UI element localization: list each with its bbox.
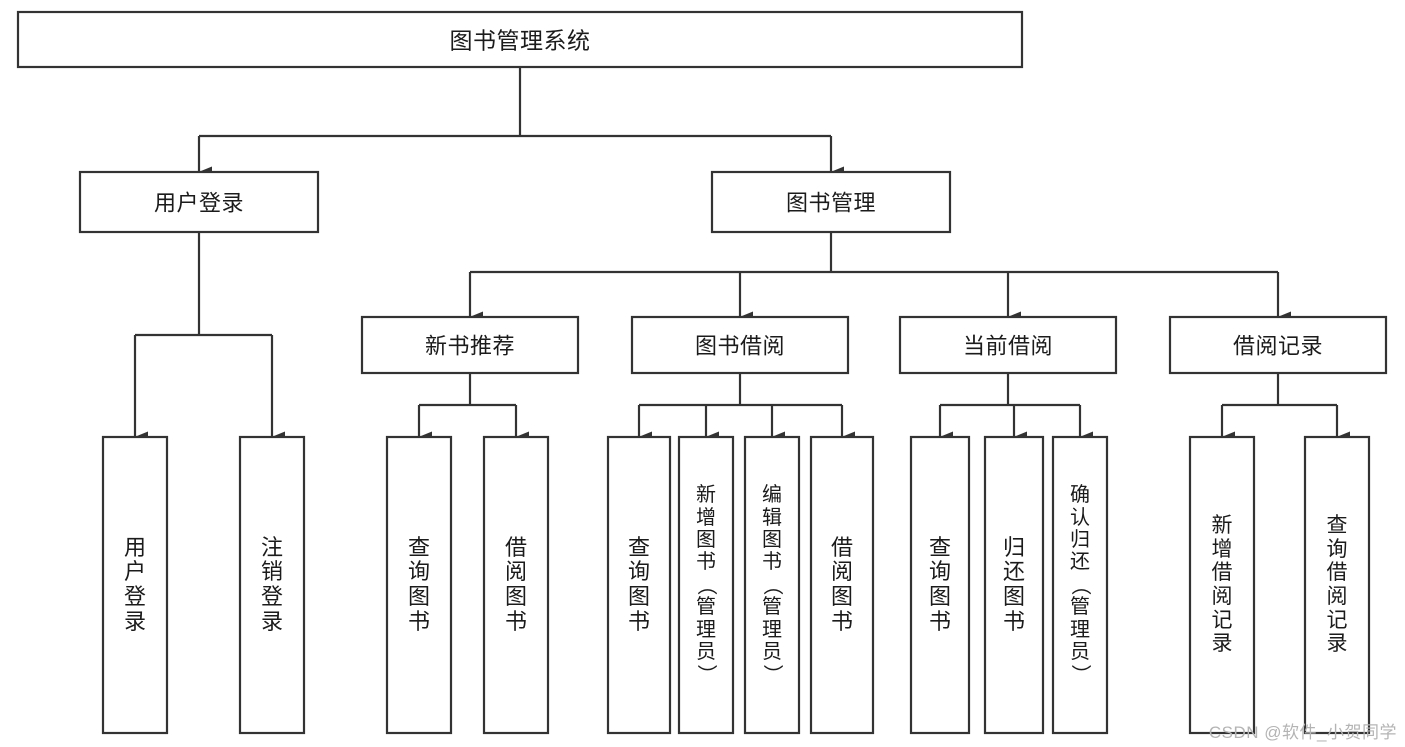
root-node[interactable]: [16, 10, 1024, 69]
level2-node-0-label: 用户登录: [154, 191, 244, 216]
level3-node-1-label: 图书借阅: [695, 334, 785, 359]
level3-node-3[interactable]: [1168, 315, 1388, 375]
level2-node-1[interactable]: [710, 170, 952, 234]
node-boxes: [16, 10, 1388, 735]
leaf-node-6[interactable]: [743, 435, 801, 735]
level3-node-3-label: 借阅记录: [1233, 334, 1323, 359]
leaf-node-4[interactable]: [606, 435, 672, 735]
leaf-node-2[interactable]: [385, 435, 453, 735]
level3-node-2[interactable]: [898, 315, 1118, 375]
watermark: CSDN @软件_小贺同学: [1208, 723, 1397, 742]
level3-node-2-label: 当前借阅: [963, 334, 1053, 359]
leaf-node-8[interactable]: [909, 435, 971, 735]
connector-lines: [133, 67, 1350, 443]
level3-node-0-label: 新书推荐: [425, 334, 515, 359]
level3-node-1[interactable]: [630, 315, 850, 375]
root-node-label: 图书管理系统: [450, 28, 591, 54]
leaf-node-0[interactable]: [101, 435, 169, 735]
level2-node-0[interactable]: [78, 170, 320, 234]
leaf-node-11[interactable]: [1188, 435, 1256, 735]
leaf-node-5[interactable]: [677, 435, 735, 735]
leaf-node-3[interactable]: [482, 435, 550, 735]
level2-node-1-label: 图书管理: [786, 191, 876, 216]
leaf-node-12[interactable]: [1303, 435, 1371, 735]
level3-node-0[interactable]: [360, 315, 580, 375]
leaf-node-7[interactable]: [809, 435, 875, 735]
leaf-node-1[interactable]: [238, 435, 306, 735]
leaf-node-10[interactable]: [1051, 435, 1109, 735]
leaf-node-9[interactable]: [983, 435, 1045, 735]
